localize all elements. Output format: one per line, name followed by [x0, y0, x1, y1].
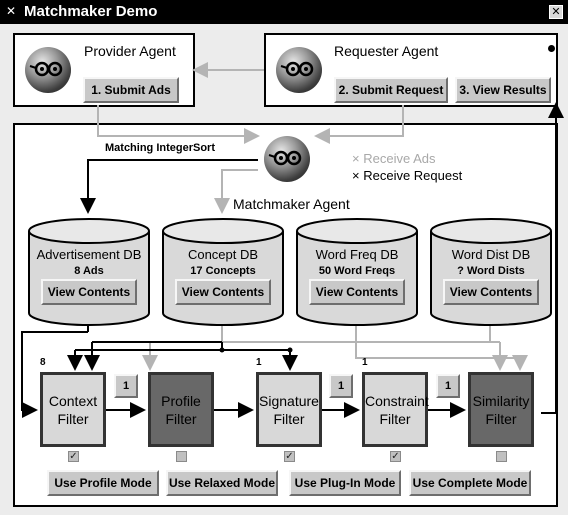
filter-label: Filter [57, 411, 89, 427]
filter-label: Similarity [472, 393, 530, 409]
filter-label: Filter [485, 411, 517, 427]
close-icon[interactable]: ✕ [549, 5, 563, 19]
signature-enabled-checkbox[interactable]: ✓ [284, 451, 295, 462]
filter-label: Constraint [365, 393, 429, 409]
window-title: Matchmaker Demo [24, 3, 158, 20]
similarity-enabled-checkbox[interactable] [496, 451, 507, 462]
view-results-button[interactable]: 3. View Results [455, 77, 551, 103]
filter-label: Profile [161, 393, 201, 409]
x-mark-icon: × [352, 168, 360, 183]
similarity-filter[interactable]: Similarity Filter [468, 372, 534, 447]
use-plug-in-mode-button[interactable]: Use Plug-In Mode [289, 470, 401, 496]
receive-request-legend: × Receive Request [352, 168, 462, 183]
step-button[interactable]: 1 [114, 374, 138, 398]
profile-filter[interactable]: Profile Filter [148, 372, 214, 447]
use-profile-mode-button[interactable]: Use Profile Mode [47, 470, 159, 496]
concept-db: Concept DB 17 Concepts View Contents [161, 217, 285, 327]
view-contents-button[interactable]: View Contents [443, 279, 539, 305]
db-name: Concept DB [187, 247, 259, 262]
db-count: 8 Ads [74, 265, 104, 277]
status-dot-icon [548, 45, 555, 52]
constraint-enabled-checkbox[interactable]: ✓ [390, 451, 401, 462]
db-count: 17 Concepts [190, 265, 256, 277]
provider-agent-panel: Provider Agent 1. Submit Ads [13, 33, 195, 107]
word-dist-db: Word Dist DB ? Word Dists View Contents [429, 217, 553, 327]
matching-sort-label: Matching IntegerSort [105, 142, 216, 154]
word-freq-db: Word Freq DB 50 Word Freqs View Contents [295, 217, 419, 327]
matchmaker-agent-title: Matchmaker Agent [233, 196, 350, 212]
use-complete-mode-button[interactable]: Use Complete Mode [409, 470, 531, 496]
view-contents-button[interactable]: View Contents [175, 279, 271, 305]
requester-agent-panel: Requester Agent 2. Submit Request 3. Vie… [264, 33, 558, 107]
agent-face-icon [264, 136, 310, 182]
receive-ads-legend: × Receive Ads [352, 151, 435, 166]
filter-label: Filter [273, 411, 305, 427]
view-contents-button[interactable]: View Contents [309, 279, 405, 305]
step-button[interactable]: 1 [329, 374, 353, 398]
advertisement-db: Advertisement DB 8 Ads View Contents [27, 217, 151, 327]
constraint-count: 1 [362, 357, 368, 368]
receive-request-text: Receive Request [363, 168, 463, 183]
filter-label: Filter [379, 411, 411, 427]
provider-agent-title: Provider Agent [84, 43, 176, 59]
filter-label: Signature [259, 393, 319, 409]
filter-label: Filter [165, 411, 197, 427]
filter-label: Context [48, 393, 98, 409]
requester-agent-title: Requester Agent [334, 43, 439, 59]
constraint-filter[interactable]: Constraint Filter [362, 372, 429, 447]
db-count: ? Word Dists [457, 265, 525, 277]
x-mark-icon: × [352, 151, 360, 166]
profile-enabled-checkbox[interactable] [176, 451, 187, 462]
db-name: Advertisement DB [36, 247, 142, 262]
title-bar: ✕ Matchmaker Demo ✕ [0, 0, 568, 24]
signature-filter[interactable]: Signature Filter [256, 372, 322, 447]
db-count: 50 Word Freqs [318, 265, 396, 277]
signature-count: 1 [256, 357, 262, 368]
context-filter[interactable]: Context Filter [40, 372, 106, 447]
use-relaxed-mode-button[interactable]: Use Relaxed Mode [166, 470, 278, 496]
step-button[interactable]: 1 [436, 374, 460, 398]
db-name: Word Dist DB [451, 247, 531, 262]
context-count: 8 [40, 357, 46, 368]
agent-face-icon [25, 47, 71, 93]
submit-ads-button[interactable]: 1. Submit Ads [83, 77, 179, 103]
context-enabled-checkbox[interactable]: ✓ [68, 451, 79, 462]
agent-face-icon [276, 47, 322, 93]
receive-ads-text: Receive Ads [363, 151, 436, 166]
window-menu-icon[interactable]: ✕ [6, 4, 17, 18]
submit-request-button[interactable]: 2. Submit Request [334, 77, 448, 103]
db-name: Word Freq DB [315, 247, 399, 262]
view-contents-button[interactable]: View Contents [41, 279, 137, 305]
